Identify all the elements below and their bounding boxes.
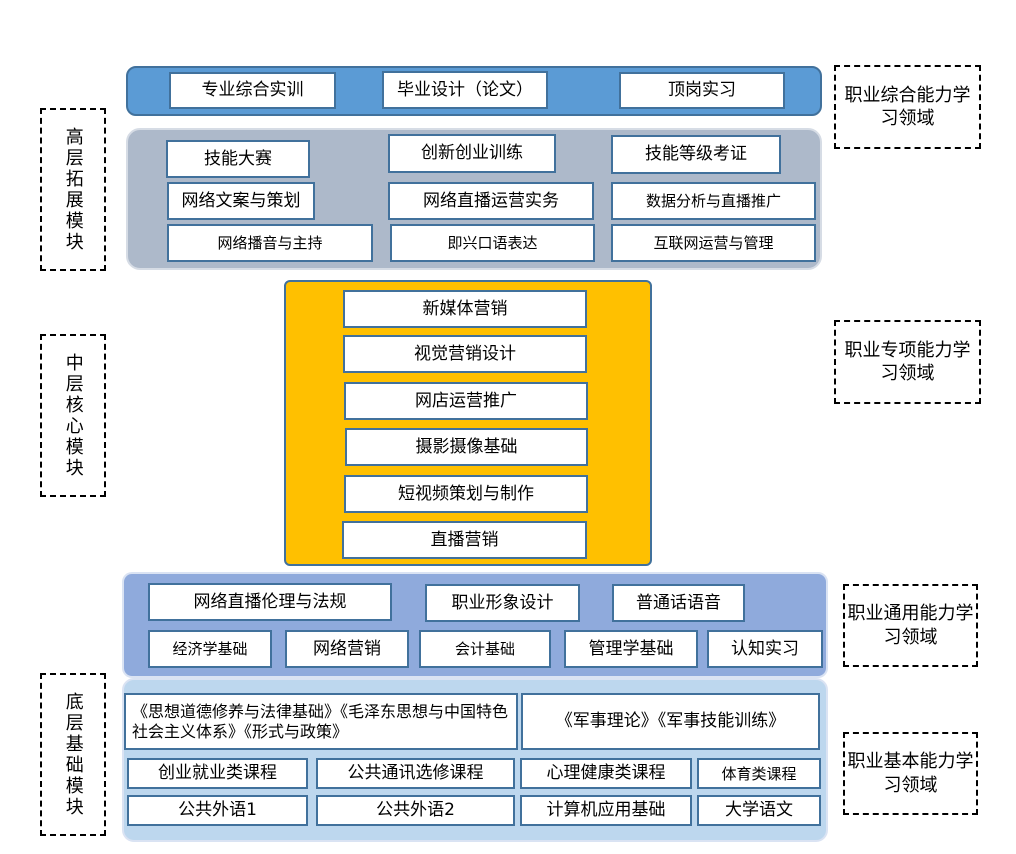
- course-label: 毕业设计（论文）: [397, 79, 533, 100]
- course-box: 《军事理论》《军事技能训练》: [521, 693, 820, 750]
- course-label: 直播营销: [430, 529, 499, 550]
- course-box: 网络直播运营实务: [388, 182, 594, 220]
- course-label: 创业就业类课程: [158, 763, 277, 784]
- course-box: 网店运营推广: [344, 382, 588, 420]
- course-box: 摄影摄像基础: [345, 428, 588, 466]
- course-box: 体育类课程: [697, 758, 821, 789]
- course-box: 网络文案与策划: [167, 182, 315, 220]
- course-box: 计算机应用基础: [520, 795, 692, 826]
- course-label: 经济学基础: [172, 640, 248, 658]
- module-label-bottom: 底层基础模块: [40, 673, 106, 836]
- course-label: 公共外语1: [178, 800, 257, 821]
- course-box: 职业形象设计: [425, 584, 580, 622]
- course-box: 专业综合实训: [169, 72, 336, 109]
- course-box: 互联网运营与管理: [611, 224, 816, 262]
- course-label: 技能等级考证: [645, 144, 747, 165]
- course-label: 管理学基础: [588, 638, 674, 659]
- course-box: 会计基础: [419, 630, 551, 668]
- course-box: 大学语文: [697, 795, 821, 826]
- course-label: 网络直播伦理与法规: [193, 591, 347, 612]
- domain-label-general-text: 职业通用能力学习领域: [847, 603, 974, 648]
- course-box: 创业就业类课程: [127, 758, 308, 789]
- course-box: 数据分析与直播推广: [611, 182, 816, 220]
- course-box: 《思想道德修养与法律基础》《毛泽东思想与中国特色社会主义体系》《形式与政策》: [124, 693, 518, 750]
- course-box: 公共外语1: [127, 795, 308, 826]
- course-label: 网络文案与策划: [181, 190, 301, 211]
- course-label: 顶岗实习: [668, 80, 736, 101]
- course-label: 《思想道德修养与法律基础》《毛泽东思想与中国特色社会主义体系》《形式与政策》: [132, 702, 509, 741]
- course-label: 即兴口语表达: [447, 234, 538, 252]
- course-box: 视觉营销设计: [343, 335, 587, 373]
- course-label: 技能大赛: [204, 148, 272, 169]
- course-label: 互联网运营与管理: [653, 234, 774, 252]
- domain-label-basic: 职业基本能力学习领域: [843, 732, 978, 815]
- course-label: 专业综合实训: [201, 80, 304, 101]
- course-box: 毕业设计（论文）: [382, 71, 548, 109]
- course-label: 网店运营推广: [415, 390, 517, 411]
- course-label: 摄影摄像基础: [415, 436, 518, 457]
- course-label: 网络直播运营实务: [423, 190, 559, 211]
- course-label: 大学语文: [725, 800, 793, 821]
- course-box: 即兴口语表达: [390, 224, 595, 262]
- course-box: 公共通讯选修课程: [316, 758, 515, 789]
- course-label: 体育类课程: [721, 764, 797, 783]
- module-label-middle: 中层核心模块: [40, 334, 106, 497]
- course-label: 网络播音与主持: [217, 234, 323, 252]
- course-box: 心理健康类课程: [520, 758, 692, 789]
- course-label: 短视频策划与制作: [398, 483, 534, 504]
- course-box: 认知实习: [707, 630, 823, 668]
- module-label-middle-text: 中层核心模块: [62, 352, 84, 479]
- course-label: 心理健康类课程: [546, 763, 666, 784]
- course-box: 直播营销: [342, 521, 587, 559]
- course-label: 网络营销: [313, 638, 381, 659]
- course-label: 数据分析与直播推广: [645, 192, 781, 210]
- domain-label-specialized: 职业专项能力学习领域: [834, 320, 981, 404]
- course-label: 《军事理论》《军事技能训练》: [555, 711, 786, 732]
- module-label-high-text: 高层拓展模块: [62, 126, 84, 253]
- course-box: 公共外语2: [316, 795, 515, 826]
- module-label-bottom-text: 底层基础模块: [62, 691, 84, 818]
- course-box: 短视频策划与制作: [344, 475, 588, 513]
- course-label: 视觉营销设计: [414, 343, 516, 364]
- course-box: 新媒体营销: [343, 290, 587, 328]
- domain-label-comprehensive: 职业综合能力学习领域: [834, 65, 981, 149]
- course-label: 公共外语2: [376, 800, 455, 821]
- course-box: 普通话语音: [612, 584, 745, 622]
- course-label: 计算机应用基础: [546, 800, 666, 821]
- course-label: 认知实习: [731, 638, 799, 659]
- course-box: 创新创业训练: [388, 134, 556, 173]
- course-box: 技能大赛: [166, 140, 310, 178]
- course-box: 网络直播伦理与法规: [148, 583, 392, 621]
- course-box: 网络营销: [285, 630, 409, 668]
- course-label: 职业形象设计: [451, 592, 554, 613]
- course-box: 经济学基础: [148, 630, 272, 668]
- course-box: 技能等级考证: [611, 135, 781, 174]
- module-label-high: 高层拓展模块: [40, 108, 106, 271]
- course-label: 会计基础: [454, 640, 515, 658]
- domain-label-basic-text: 职业基本能力学习领域: [847, 751, 974, 796]
- course-label: 新媒体营销: [422, 298, 508, 319]
- course-label: 公共通讯选修课程: [347, 763, 484, 784]
- course-label: 创新创业训练: [421, 143, 523, 164]
- course-box: 顶岗实习: [619, 72, 785, 109]
- domain-label-specialized-text: 职业专项能力学习领域: [844, 339, 971, 384]
- course-label: 普通话语音: [636, 592, 721, 613]
- course-box: 网络播音与主持: [167, 224, 373, 262]
- course-box: 管理学基础: [564, 630, 698, 668]
- domain-label-general: 职业通用能力学习领域: [843, 584, 978, 667]
- domain-label-comprehensive-text: 职业综合能力学习领域: [844, 84, 971, 129]
